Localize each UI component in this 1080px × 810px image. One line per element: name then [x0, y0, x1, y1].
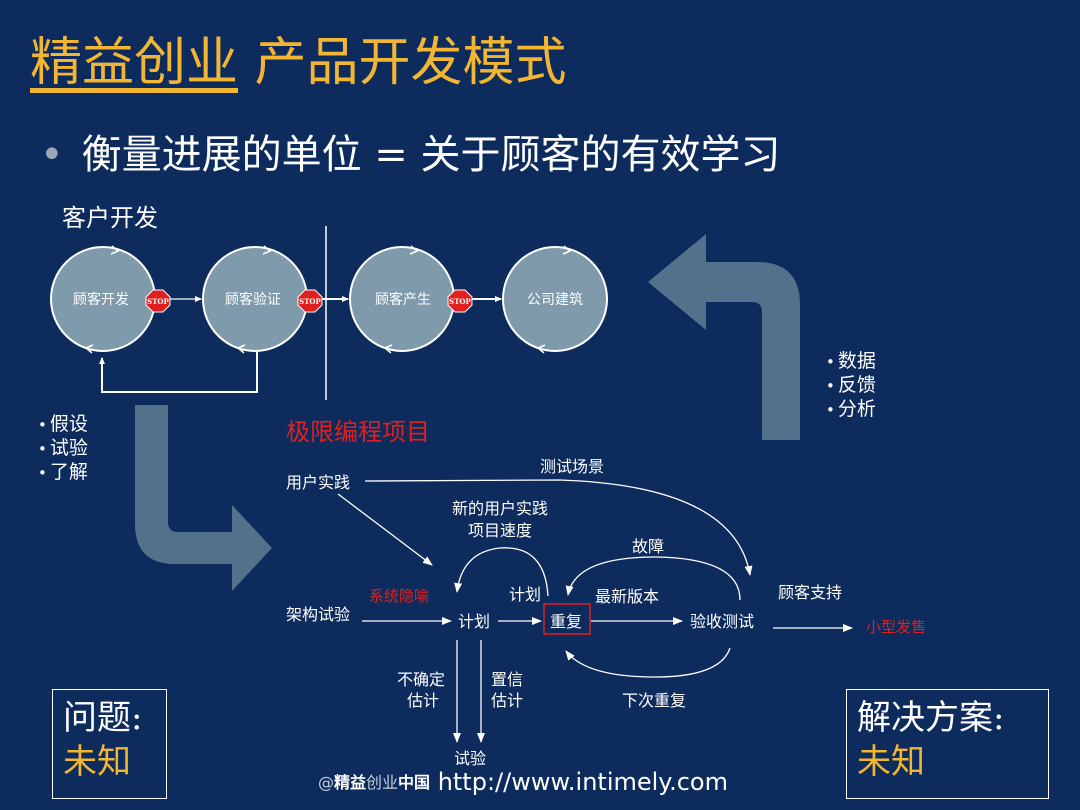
subtitle: • 衡量进展的单位 = 关于顾客的有效学习 — [40, 128, 781, 182]
feedback-loop-arrow — [99, 352, 258, 393]
xp-uncertain: 不确定 — [397, 670, 445, 689]
circle-label: 顾客产生 — [375, 291, 431, 308]
problem-value: 未知 — [63, 742, 131, 782]
xp-small-release: 小型发售 — [866, 618, 926, 636]
big-up-left-arrow — [648, 234, 800, 440]
xp-acceptance-test: 验收测试 — [690, 612, 754, 631]
xp-new-user-practice: 新的用户实践 — [452, 499, 548, 518]
bullet-icon: • — [40, 132, 64, 178]
xp-title: 极限编程项目 — [286, 418, 430, 446]
customer-dev-label: 客户开发 — [62, 204, 158, 232]
footer: @精益创业中国 http://www.intimely.com — [318, 768, 728, 796]
xp-confident: 置信 — [491, 670, 523, 689]
list-item: •了解 — [38, 461, 88, 483]
xp-customer-support: 顾客支持 — [778, 583, 842, 602]
xp-latest-version: 最新版本 — [595, 587, 659, 606]
circle-label: 顾客验证 — [225, 291, 281, 308]
circle-customer-discovery — [50, 245, 156, 354]
xp-defects: 故障 — [632, 537, 664, 556]
xp-plan: 计划 — [458, 612, 490, 631]
xp-system-metaphor: 系统隐喻 — [369, 587, 429, 605]
footer-brand: @精益创业中国 — [318, 773, 431, 792]
footer-url[interactable]: http://www.intimely.com — [437, 768, 728, 796]
list-item: •反馈 — [826, 374, 876, 396]
list-item: •数据 — [826, 350, 876, 372]
xp-iteration: 重复 — [550, 612, 582, 631]
stop-sign-icon: STOP — [447, 289, 473, 313]
title-underlined: 精益创业 — [30, 33, 239, 93]
xp-estimate-1: 估计 — [407, 691, 439, 710]
list-item: •分析 — [826, 398, 876, 420]
list-item: •假设 — [38, 413, 88, 435]
circle-label: 顾客开发 — [73, 291, 129, 308]
title-rest: 产品开发模式 — [238, 33, 567, 93]
xp-estimate-2: 估计 — [491, 691, 523, 710]
right-list: •数据 •反馈 •分析 — [826, 350, 876, 422]
xp-architecture-spike: 架构试验 — [286, 605, 350, 624]
left-list: •假设 •试验 •了解 — [38, 413, 88, 485]
xp-test-scenarios: 测试场景 — [540, 457, 604, 476]
xp-plan-loop: 计划 — [509, 585, 541, 604]
problem-box: 问题: 未知 — [52, 689, 167, 799]
svg-text:STOP: STOP — [147, 297, 169, 306]
stop-sign-icon: STOP — [145, 289, 171, 313]
xp-spike: 试验 — [454, 749, 486, 768]
page-title: 精益创业 产品开发模式 — [30, 28, 567, 98]
svg-text:STOP: STOP — [449, 297, 471, 306]
xp-project-velocity: 项目速度 — [468, 521, 532, 540]
solution-label: 解决方案: — [857, 698, 1005, 738]
circle-label: 公司建筑 — [527, 292, 583, 308]
problem-label: 问题: — [63, 698, 143, 738]
big-down-right-arrow — [135, 405, 272, 591]
list-item: •试验 — [38, 437, 88, 459]
xp-next-iteration: 下次重复 — [622, 691, 686, 710]
subtitle-text: 衡量进展的单位 = 关于顾客的有效学习 — [81, 132, 781, 178]
svg-text:STOP: STOP — [299, 297, 321, 306]
stop-sign-icon: STOP — [297, 289, 323, 313]
circle-company-building — [502, 245, 608, 354]
solution-value: 未知 — [857, 742, 925, 782]
xp-user-practice: 用户实践 — [286, 473, 350, 492]
iteration-highlight-box — [543, 603, 591, 635]
solution-box: 解决方案: 未知 — [846, 689, 1049, 799]
